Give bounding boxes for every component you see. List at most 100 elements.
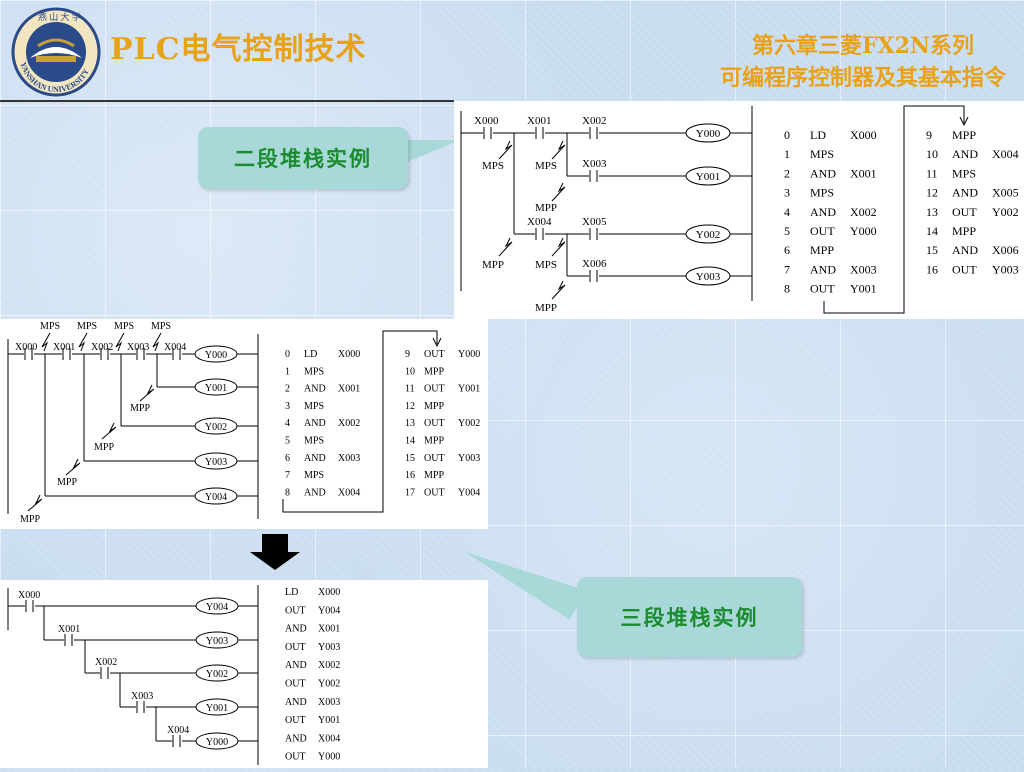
contact-label: X003 [131,691,153,702]
coil-label: Y001 [205,383,227,394]
two-level-stack-panel: X000 X001 X002 X003 X004 X005 X006 Y000 … [454,101,1024,319]
instruction-arg: Y003 [458,453,480,464]
instruction-arg: Y003 [992,262,1019,276]
stack-label: MPP [535,202,557,214]
instruction-arg: X004 [338,487,360,498]
step-number: 11 [926,166,938,180]
stack-label: MPP [94,442,114,453]
instruction-arg: X004 [992,147,1019,161]
instruction-op: AND [952,186,978,200]
step-number: 10 [926,147,938,161]
step-number: 1 [784,147,790,161]
step-number: 13 [926,205,938,219]
coil-label: Y003 [206,636,228,647]
stack-label: MPS [535,259,557,271]
instruction-arg: X004 [318,733,340,744]
instruction-arg: X006 [992,243,1019,257]
step-number: 0 [784,128,790,142]
instruction-arg: Y000 [318,752,340,763]
coil-label: Y004 [205,492,227,503]
step-number: 12 [405,401,415,412]
stack-label: MPP [20,514,40,525]
stack-label: MPS [77,321,97,332]
step-number: 17 [405,487,415,498]
instruction-arg: Y000 [850,224,877,238]
instruction-op: OUT [285,642,306,653]
instruction-op: LD [304,349,317,360]
instruction-arg: X003 [850,262,877,276]
stack-label: MPP [482,259,504,271]
instruction-op: OUT [810,282,835,296]
instruction-arg: X005 [992,186,1019,200]
instruction-op: MPP [424,470,444,481]
step-number: 2 [784,166,790,180]
stack-label: MPS [151,321,171,332]
instruction-op: MPP [952,224,976,238]
three-level-stack-label: 三段堆栈实例 [577,577,802,657]
coil-label: Y000 [205,350,227,361]
contact-label: X000 [18,590,40,601]
instruction-op: OUT [424,418,445,429]
instruction-op: OUT [424,349,445,360]
instruction-op: AND [304,487,326,498]
instruction-op: OUT [285,752,306,763]
step-number: 14 [405,436,415,447]
stack-label: MPS [535,160,557,172]
stack-label: MPS [114,321,134,332]
coil-label: Y002 [205,422,227,433]
instruction-op: AND [810,205,836,219]
step-number: 8 [285,487,290,498]
instruction-arg: Y001 [458,384,480,395]
stack-label: MPS [482,160,504,172]
instruction-op: AND [304,384,326,395]
step-number: 7 [784,262,790,276]
instruction-op: AND [285,733,307,744]
instruction-op: OUT [285,679,306,690]
instruction-arg: X003 [318,697,340,708]
coil-label: Y000 [696,128,721,140]
instruction-op: MPS [810,147,834,161]
instruction-arg: Y004 [458,487,480,498]
instruction-op: AND [810,166,836,180]
contact-label: X006 [582,258,607,270]
step-number: 1 [285,366,290,377]
instruction-op: LD [285,587,298,598]
instruction-arg: Y002 [992,205,1019,219]
instruction-arg: Y000 [458,349,480,360]
course-title: PLC电气控制技术 [110,32,367,67]
instruction-op: MPP [424,366,444,377]
four-level-stack-panel: MPS MPS MPS MPS X000 X001 X002 X003 X004… [0,319,488,529]
step-number: 16 [926,262,938,276]
instruction-op: AND [810,262,836,276]
step-number: 13 [405,418,415,429]
step-number: 5 [784,224,790,238]
instruction-arg: X002 [318,660,340,671]
step-number: 4 [285,418,290,429]
contact-label: X001 [53,342,75,353]
step-number: 16 [405,470,415,481]
contact-label: X002 [582,115,606,127]
step-number: 2 [285,384,290,395]
step-number: 4 [784,205,790,219]
instruction-op: MPS [304,366,324,377]
coil-label: Y002 [206,669,228,680]
step-number: 14 [926,224,938,238]
instruction-arg: Y001 [318,715,340,726]
instruction-op: MPP [424,436,444,447]
contact-label: X001 [58,624,80,635]
instruction-op: MPP [424,401,444,412]
coil-label: Y000 [206,737,228,748]
instruction-op: AND [304,453,326,464]
instruction-arg: X002 [338,418,360,429]
step-number: 6 [285,453,290,464]
step-number: 9 [926,128,932,142]
instruction-arg: X000 [850,128,877,142]
step-number: 11 [405,384,415,395]
stack-label: MPP [535,302,557,314]
stack-label: MPP [57,477,77,488]
coil-label: Y001 [696,171,720,183]
contact-label: X004 [167,725,189,736]
